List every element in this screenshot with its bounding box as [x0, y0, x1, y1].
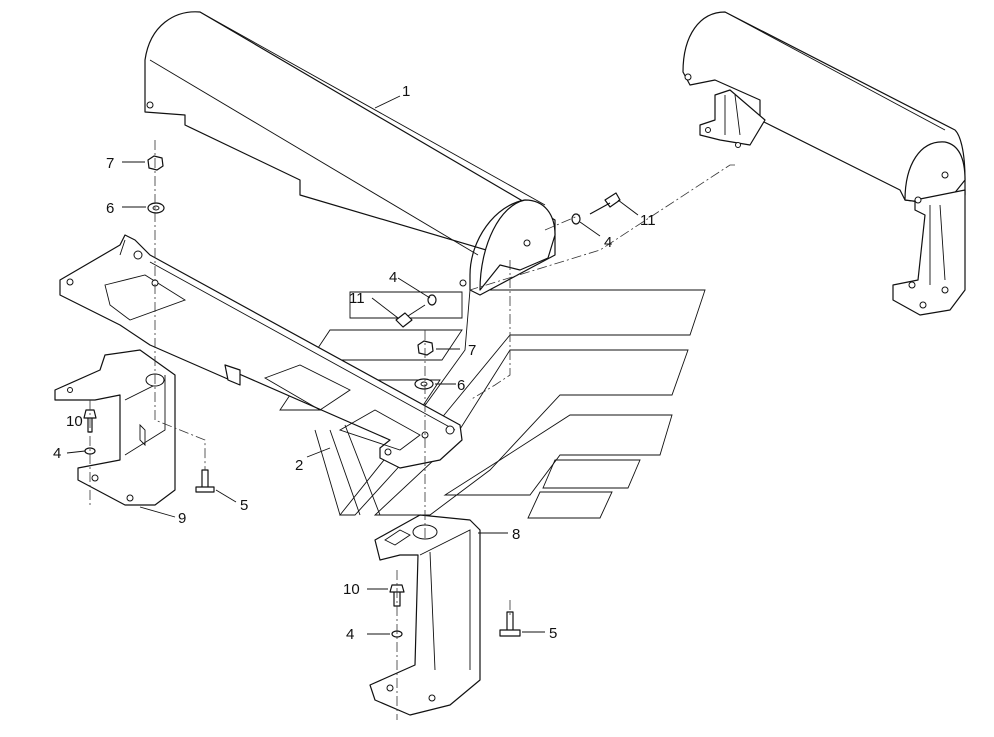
- callout-9: 9: [178, 510, 186, 527]
- washer-6-left: [147, 202, 165, 214]
- frame-bracket-part-2: [59, 234, 463, 469]
- callout-8: 8: [512, 526, 520, 543]
- callout-2: 2: [295, 457, 303, 474]
- side-bracket-part-9: [54, 349, 176, 506]
- leader-lines: [66, 95, 639, 635]
- cover-part-1: [144, 11, 556, 296]
- callout-4-left: 4: [53, 445, 61, 462]
- callout-labels: 1 7 6 4 11 7 6 4 11 2 10 4 5 9 8 10 4 5: [53, 83, 656, 643]
- bolt-5-lower: [499, 611, 521, 637]
- callout-10-left: 10: [66, 413, 83, 430]
- assembly-lines: [89, 140, 735, 720]
- bolt-11-center: [395, 312, 413, 328]
- callout-5-left: 5: [240, 497, 248, 514]
- nut-7-left: [147, 155, 164, 171]
- nut-7-center: [417, 340, 434, 356]
- bolt-5-left: [195, 469, 215, 493]
- callout-1: 1: [402, 83, 410, 100]
- washer-6-center: [414, 378, 434, 390]
- callout-7-left: 7: [106, 155, 114, 172]
- callout-11-center: 11: [349, 290, 365, 307]
- callout-4-center: 4: [389, 269, 397, 286]
- callout-11-right: 11: [640, 212, 656, 229]
- assembled-cover-view: [682, 11, 966, 316]
- callout-4-right: 4: [604, 234, 612, 251]
- washer-4-right: [571, 213, 581, 225]
- lower-bracket-part-8: [369, 514, 481, 716]
- bolt-11-right: [589, 192, 621, 215]
- callout-5-lower: 5: [549, 625, 557, 642]
- washer-4-center: [427, 294, 437, 306]
- callout-6-center: 6: [457, 377, 465, 394]
- callout-10-lower: 10: [343, 581, 360, 598]
- callout-4-lower: 4: [346, 626, 354, 643]
- callout-7-center: 7: [468, 342, 476, 359]
- callout-6-left: 6: [106, 200, 114, 217]
